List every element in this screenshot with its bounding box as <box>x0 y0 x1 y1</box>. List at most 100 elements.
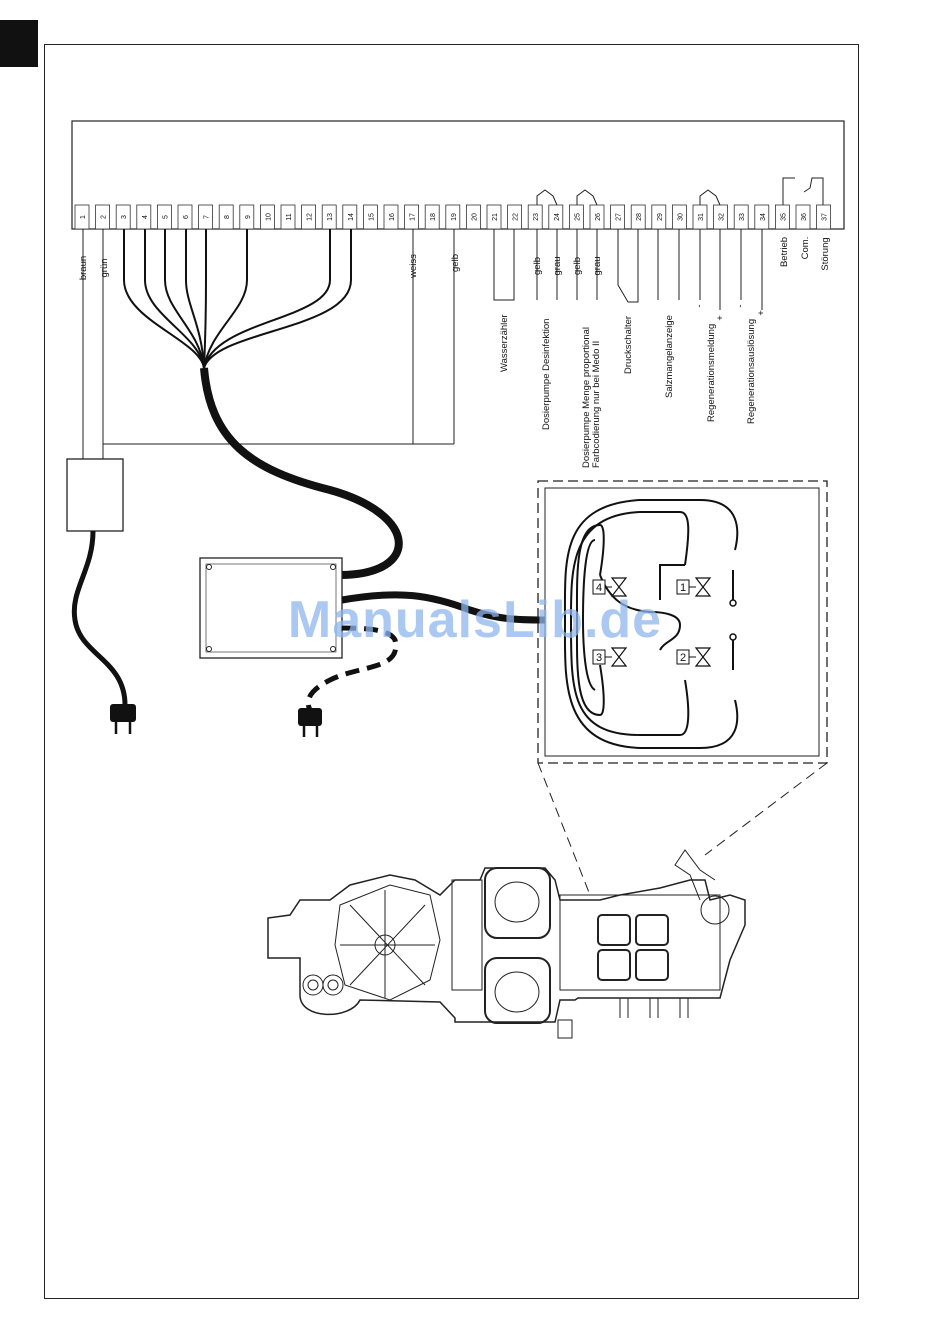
terminal-number: 15 <box>368 213 375 221</box>
valve-number: 3 <box>596 652 602 664</box>
terminal-cell <box>775 204 790 230</box>
terminal-number: 6 <box>183 215 190 219</box>
terminal-number: 33 <box>739 213 746 221</box>
terminal-number: 25 <box>574 213 581 221</box>
terminal-cell <box>136 204 152 230</box>
page-frame <box>44 44 859 1299</box>
label-stoerung: Störung <box>820 237 831 270</box>
label-regen-ausloesung: Regenerationsauslösung <box>746 319 757 424</box>
terminal-number: 11 <box>286 213 293 220</box>
terminal-cell <box>424 204 440 230</box>
valve-icon: 1 <box>676 577 712 597</box>
terminal-cell <box>445 204 461 230</box>
terminal-number: 8 <box>224 215 231 219</box>
polarity-minus-33: - <box>735 304 746 307</box>
valve-detail-box <box>544 487 820 757</box>
contact-symbol-31-32 <box>699 189 721 206</box>
wire-color-gelb-25: gelb <box>572 257 583 275</box>
label-dosier-line2: Farbcodierung nur bei Medo II <box>591 341 602 468</box>
valves: 1 2 3 4 <box>592 577 712 667</box>
terminal-cell <box>362 204 378 230</box>
terminal-number: 16 <box>389 213 396 221</box>
valve-detail-frame <box>537 480 828 764</box>
contact-symbol-25-26 <box>576 189 598 206</box>
terminal-cell <box>651 204 667 230</box>
wire-color-gelb-23: gelb <box>532 257 543 275</box>
terminal-cell <box>507 204 523 230</box>
terminal-number: 19 <box>451 213 458 221</box>
wire-color-gelb-19: gelb <box>450 254 461 272</box>
page-corner-tab <box>0 20 38 67</box>
terminal-cell <box>74 204 90 230</box>
label-dosier-line1: Dosierpumpe Menge proportional <box>581 327 592 468</box>
terminal-number: 17 <box>410 213 417 221</box>
terminal-number: 3 <box>121 215 128 219</box>
terminal-number: 30 <box>677 213 684 221</box>
terminal-number: 28 <box>636 213 643 221</box>
terminal-number: 9 <box>245 215 252 219</box>
label-salzmangel: Salzmangelanzeige <box>664 315 675 398</box>
terminal-number: 2 <box>101 215 108 219</box>
terminal-cells <box>74 204 831 230</box>
terminal-cell <box>280 204 296 230</box>
label-druckschalter: Druckschalter <box>623 316 634 374</box>
terminal-number: 29 <box>657 213 664 221</box>
terminal-cell <box>342 204 358 230</box>
terminal-number: 37 <box>822 213 829 221</box>
terminal-cell <box>713 204 728 230</box>
wire-color-grau-26: grau <box>592 256 603 275</box>
power-plug-icon <box>110 704 136 734</box>
terminal-number: 14 <box>348 213 355 221</box>
valve-number: 2 <box>680 652 686 664</box>
wire-color-gruen: grün <box>99 258 110 277</box>
label-desinfektion: Dosierpumpe Desinfektion <box>541 319 552 430</box>
terminal-number: 26 <box>595 213 602 221</box>
valve-icon: 3 <box>592 647 628 667</box>
valve-number: 1 <box>680 582 686 594</box>
terminal-number: 20 <box>471 213 478 221</box>
softener-unit-drawing <box>267 849 746 1039</box>
label-wasserzaehler: Wasserzähler <box>499 314 510 372</box>
terminal-number: 23 <box>533 213 540 221</box>
terminal-cell <box>795 204 811 230</box>
terminal-number: 5 <box>162 215 169 219</box>
terminal-cell <box>218 204 234 230</box>
polarity-plus-32: + <box>715 315 726 321</box>
wire-color-grau-24: grau <box>552 256 563 275</box>
terminal-number: 24 <box>554 213 561 221</box>
terminal-number: 7 <box>204 215 211 219</box>
polarity-plus-34: + <box>756 310 767 316</box>
terminal-cell <box>527 204 543 230</box>
terminal-number: 1 <box>80 215 87 219</box>
terminal-cell <box>548 204 564 230</box>
label-regen-meldung: Regenerationsmeldung <box>706 324 717 422</box>
terminal-cell <box>465 204 481 230</box>
terminal-number: 34 <box>760 213 767 221</box>
terminal-number: 13 <box>327 213 334 221</box>
control-box <box>199 557 343 659</box>
terminal-number: 18 <box>430 213 437 221</box>
terminal-number: 27 <box>616 213 623 221</box>
relay-contact-icon <box>803 177 824 205</box>
main-cable <box>200 367 403 579</box>
terminal-cell <box>404 204 420 230</box>
contact-symbol-23-24 <box>536 189 558 206</box>
terminal-cell <box>259 204 275 230</box>
terminal-number: 35 <box>780 213 787 221</box>
power-plug-icon <box>298 708 322 737</box>
relay-betrieb <box>782 177 795 205</box>
terminal-number: 12 <box>307 213 314 221</box>
label-com: Com. <box>800 237 811 260</box>
wire-color-braun: braun <box>78 256 89 280</box>
terminal-cell <box>383 204 399 230</box>
power-supply-box <box>66 458 124 532</box>
terminal-number: 21 <box>492 213 499 221</box>
valve-number: 4 <box>596 582 602 594</box>
valve-icon: 2 <box>676 647 712 667</box>
terminal-number: 31 <box>698 213 705 221</box>
terminal-number: 10 <box>265 213 272 221</box>
terminal-cell <box>569 204 584 230</box>
terminal-number: 22 <box>513 213 520 221</box>
